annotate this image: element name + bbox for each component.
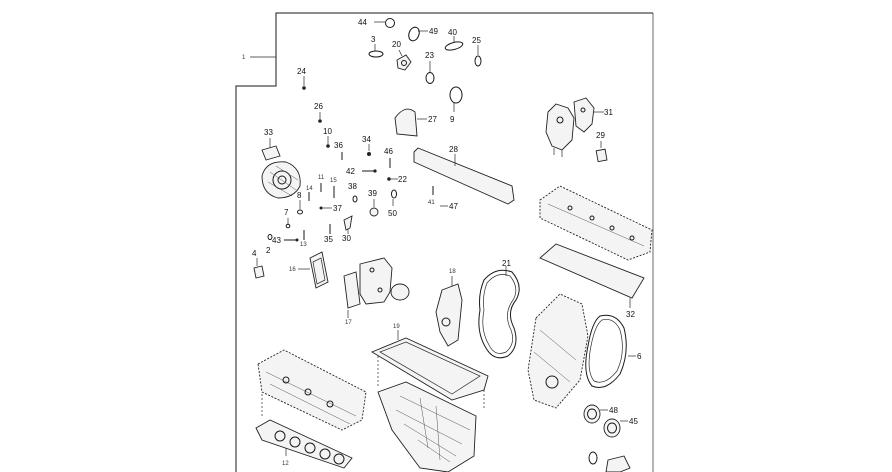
callout-6: 6 xyxy=(637,352,642,361)
callout-21: 21 xyxy=(502,259,511,268)
callout-14: 14 xyxy=(306,186,313,192)
callout-9: 9 xyxy=(450,115,455,124)
timing-cover xyxy=(527,293,589,409)
thermostat-housing-31 xyxy=(545,97,595,157)
o-ring-49 xyxy=(408,26,420,42)
callout-37: 37 xyxy=(333,204,342,213)
washer-38 xyxy=(352,195,358,203)
callout-23: 23 xyxy=(425,51,434,60)
oil-pan xyxy=(377,381,477,472)
callout-50: 50 xyxy=(388,209,397,218)
callout-26: 26 xyxy=(314,102,323,111)
callout-2: 2 xyxy=(266,246,271,255)
o-ring-25 xyxy=(474,55,482,67)
o-ring-9 xyxy=(449,86,463,104)
callout-39: 39 xyxy=(368,189,377,198)
diagram-frame xyxy=(235,12,653,472)
plug-24 xyxy=(302,86,306,90)
callout-8: 8 xyxy=(297,191,302,200)
gasket-3 xyxy=(368,50,384,58)
callout-44: 44 xyxy=(358,18,367,27)
callout-22: 22 xyxy=(398,175,407,184)
callout-7: 7 xyxy=(284,208,289,217)
cover-gasket-27 xyxy=(394,108,418,137)
callout-29: 29 xyxy=(596,131,605,140)
oil-pan-gasket-19 xyxy=(371,337,489,401)
callout-36: 36 xyxy=(334,141,343,150)
plug-8 xyxy=(297,209,303,215)
callout-40: 40 xyxy=(448,28,457,37)
callout-35: 35 xyxy=(324,235,333,244)
callout-13: 13 xyxy=(300,242,307,248)
seal-45 xyxy=(603,418,621,438)
valve-cover xyxy=(539,185,653,261)
o-ring-23 xyxy=(425,72,435,84)
seal-48 xyxy=(583,404,601,424)
callout-3: 3 xyxy=(371,35,376,44)
cover-plate-18 xyxy=(435,283,463,347)
callout-33: 33 xyxy=(264,128,273,137)
gasket-4 xyxy=(253,265,265,279)
callout-45: 45 xyxy=(629,417,638,426)
callout-47: 47 xyxy=(449,202,458,211)
valve-cover-gasket-32 xyxy=(539,243,645,299)
callout-20: 20 xyxy=(392,40,401,49)
callout-31: 31 xyxy=(604,108,613,117)
gasket-16 xyxy=(309,251,329,289)
callout-18: 18 xyxy=(449,269,456,275)
gasket-40 xyxy=(444,41,464,51)
plug-22 xyxy=(387,177,391,181)
engine-block xyxy=(257,349,367,431)
callout-30: 30 xyxy=(342,234,351,243)
plug-10 xyxy=(326,144,330,148)
callout-24: 24 xyxy=(297,67,306,76)
callout-16: 16 xyxy=(289,267,296,273)
oil-filter-housing-17 xyxy=(343,257,410,309)
callout-42: 42 xyxy=(346,167,355,176)
plug-26 xyxy=(318,119,322,123)
fitting-20 xyxy=(396,54,412,71)
head-gasket-12 xyxy=(255,419,353,469)
callout-12: 12 xyxy=(282,461,289,467)
callout-48: 48 xyxy=(609,406,618,415)
callout-28: 28 xyxy=(449,145,458,154)
callout-25: 25 xyxy=(472,36,481,45)
plug-7 xyxy=(285,223,291,229)
plug-39 xyxy=(369,207,379,217)
callout-32: 32 xyxy=(626,310,635,319)
callout-34: 34 xyxy=(362,135,371,144)
callout-11: 11 xyxy=(318,175,325,181)
frame-callout: 1 xyxy=(242,55,246,61)
callout-17: 17 xyxy=(345,320,352,326)
callout-4: 4 xyxy=(252,249,257,258)
plug-34 xyxy=(367,152,371,156)
gasket-29 xyxy=(595,148,608,163)
water-pump-33 xyxy=(261,145,301,199)
callout-46: 46 xyxy=(384,147,393,156)
bottom-fitting xyxy=(605,455,631,472)
gasket-6 xyxy=(585,314,627,388)
callout-10: 10 xyxy=(323,127,332,136)
callout-49: 49 xyxy=(429,27,438,36)
sensor-30 xyxy=(343,215,353,231)
callout-43: 43 xyxy=(272,236,281,245)
sensor-37 xyxy=(319,206,323,210)
plug-2 xyxy=(267,234,273,240)
o-ring-50 xyxy=(391,189,397,199)
gasket-strip-28 xyxy=(413,147,515,205)
callout-27: 27 xyxy=(428,115,437,124)
callout-15: 15 xyxy=(330,178,337,184)
front-gasket-21 xyxy=(478,269,520,359)
callout-38: 38 xyxy=(348,182,357,191)
o-ring-44 xyxy=(385,18,395,28)
callout-19: 19 xyxy=(393,324,400,330)
o-ring-bottom xyxy=(588,451,598,465)
callout-41: 41 xyxy=(428,200,435,206)
